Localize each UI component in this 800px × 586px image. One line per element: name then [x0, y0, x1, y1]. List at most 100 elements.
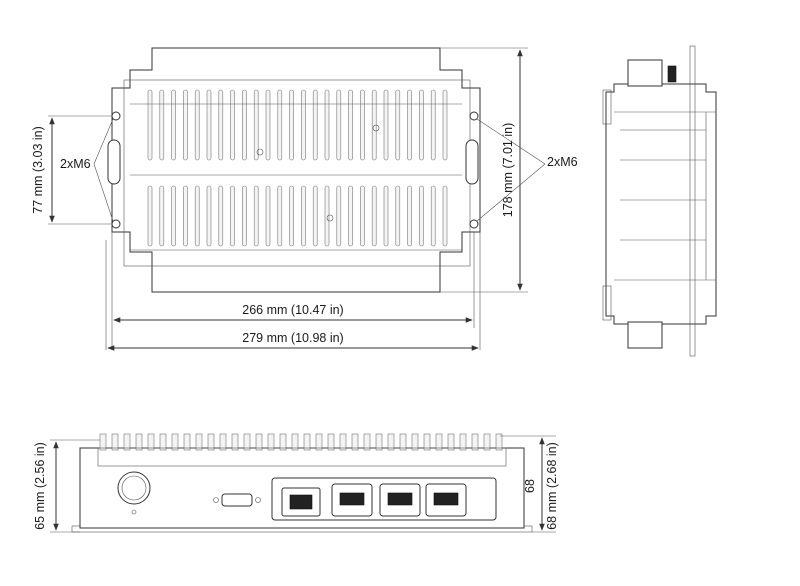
heatsink-fin	[265, 185, 271, 247]
heatsink-fin	[289, 89, 294, 161]
heatsink-fin	[301, 89, 306, 161]
front-heatsink-fins	[99, 433, 503, 451]
callout-right-thread: 2xM6	[547, 155, 578, 169]
front-fin	[471, 433, 479, 451]
heatsink-fin	[218, 89, 224, 161]
heatsink-fin	[230, 185, 235, 247]
heatsink-fin	[419, 89, 424, 161]
heatsink-fin	[218, 185, 224, 247]
heatsink-fin	[336, 89, 342, 161]
front-fin	[159, 433, 167, 451]
m6-hole-left-top	[111, 111, 121, 121]
front-fin	[423, 433, 431, 451]
heatsink-fin	[183, 185, 188, 247]
heatsink-fin	[407, 185, 412, 247]
front-fin	[267, 433, 275, 451]
front-fin	[243, 433, 251, 451]
front-fin	[411, 433, 419, 451]
front-fin	[315, 433, 323, 451]
heatsink-fin	[312, 89, 318, 161]
front-fin	[171, 433, 179, 451]
heatsink-fin	[147, 89, 153, 161]
front-fin	[459, 433, 467, 451]
front-fin	[483, 433, 491, 451]
dim-front-height-left: 65 mm (2.56 in)	[33, 442, 47, 530]
heatsink-fin	[277, 185, 283, 247]
front-fin	[447, 433, 455, 451]
heatsink-fin	[360, 89, 365, 161]
dim-width-outer: 279 mm (10.98 in)	[242, 331, 343, 345]
front-fin	[135, 433, 143, 451]
front-fin	[375, 433, 383, 451]
front-fin	[147, 433, 155, 451]
heatsink-fin	[301, 185, 306, 247]
front-fin	[207, 433, 215, 451]
right-height-dimension: 178 mm (7.01 in) 2xM6	[440, 47, 578, 293]
front-view	[71, 433, 533, 533]
heatsink-fin	[419, 185, 424, 247]
heatsink-fin	[253, 89, 259, 161]
front-fin	[219, 433, 227, 451]
heatsink-fin	[171, 89, 176, 161]
mount-slot-right	[465, 139, 479, 185]
heatsink-fin	[277, 89, 283, 161]
front-fin	[435, 433, 443, 451]
heatsink-fin	[430, 185, 436, 247]
heatsink-fin	[194, 89, 200, 161]
heatsink-fin	[253, 185, 259, 247]
front-fin	[195, 433, 203, 451]
heatsink-fin	[159, 185, 165, 247]
dim-height-left: 77 mm (3.03 in)	[31, 126, 45, 214]
heatsink-fin	[371, 185, 377, 247]
front-fin	[99, 433, 107, 451]
front-fin	[291, 433, 299, 451]
front-fin	[123, 433, 131, 451]
heatsink-fin	[324, 185, 330, 247]
heatsink-fin	[206, 185, 212, 247]
callout-left-thread: 2xM6	[60, 157, 91, 171]
side-view	[602, 45, 717, 357]
front-fin	[279, 433, 287, 451]
dim-height-right: 178 mm (7.01 in)	[501, 123, 515, 217]
front-fin	[303, 433, 311, 451]
heatsink-fin	[242, 185, 247, 247]
front-height-dimensions: 65 mm (2.56 in) 68 68 mm (2.68 in)	[33, 435, 559, 533]
m6-hole-left-bottom	[111, 219, 121, 229]
heatsink-fin	[242, 89, 247, 161]
heatsink-fin	[171, 185, 176, 247]
front-fin	[495, 433, 503, 451]
serial-port	[221, 493, 253, 507]
front-fin	[339, 433, 347, 451]
top-view	[107, 47, 481, 293]
heatsink-fin	[407, 89, 412, 161]
heatsink-fin	[159, 89, 165, 161]
heatsink-fin	[230, 89, 235, 161]
heatsink-fin	[348, 185, 353, 247]
front-fin	[327, 433, 335, 451]
heatsink-fin	[265, 89, 271, 161]
heatsink-fin	[395, 185, 401, 247]
heatsink-fin	[430, 89, 436, 161]
heatsink-fin	[194, 185, 200, 247]
dim-front-small: 68	[523, 479, 537, 493]
top-view-outline	[111, 47, 481, 293]
front-fin	[399, 433, 407, 451]
dim-front-height-right: 68 mm (2.68 in)	[545, 442, 559, 530]
width-dimensions: 266 mm (10.47 in) 279 mm (10.98 in)	[105, 232, 481, 351]
front-fin	[183, 433, 191, 451]
heatsink-fins	[147, 89, 448, 247]
heatsink-fin	[442, 89, 448, 161]
heatsink-fin	[183, 89, 188, 161]
heatsink-fin	[312, 185, 318, 247]
left-height-dimension: 77 mm (3.03 in) 2xM6	[31, 115, 114, 225]
heatsink-fin	[442, 185, 448, 247]
heatsink-fin	[383, 185, 389, 247]
front-fin	[231, 433, 239, 451]
mount-slot-left	[107, 139, 121, 185]
front-fin	[387, 433, 395, 451]
power-button	[117, 471, 151, 505]
heatsink-fin	[348, 89, 353, 161]
front-fin	[111, 433, 119, 451]
heatsink-fin	[336, 185, 342, 247]
